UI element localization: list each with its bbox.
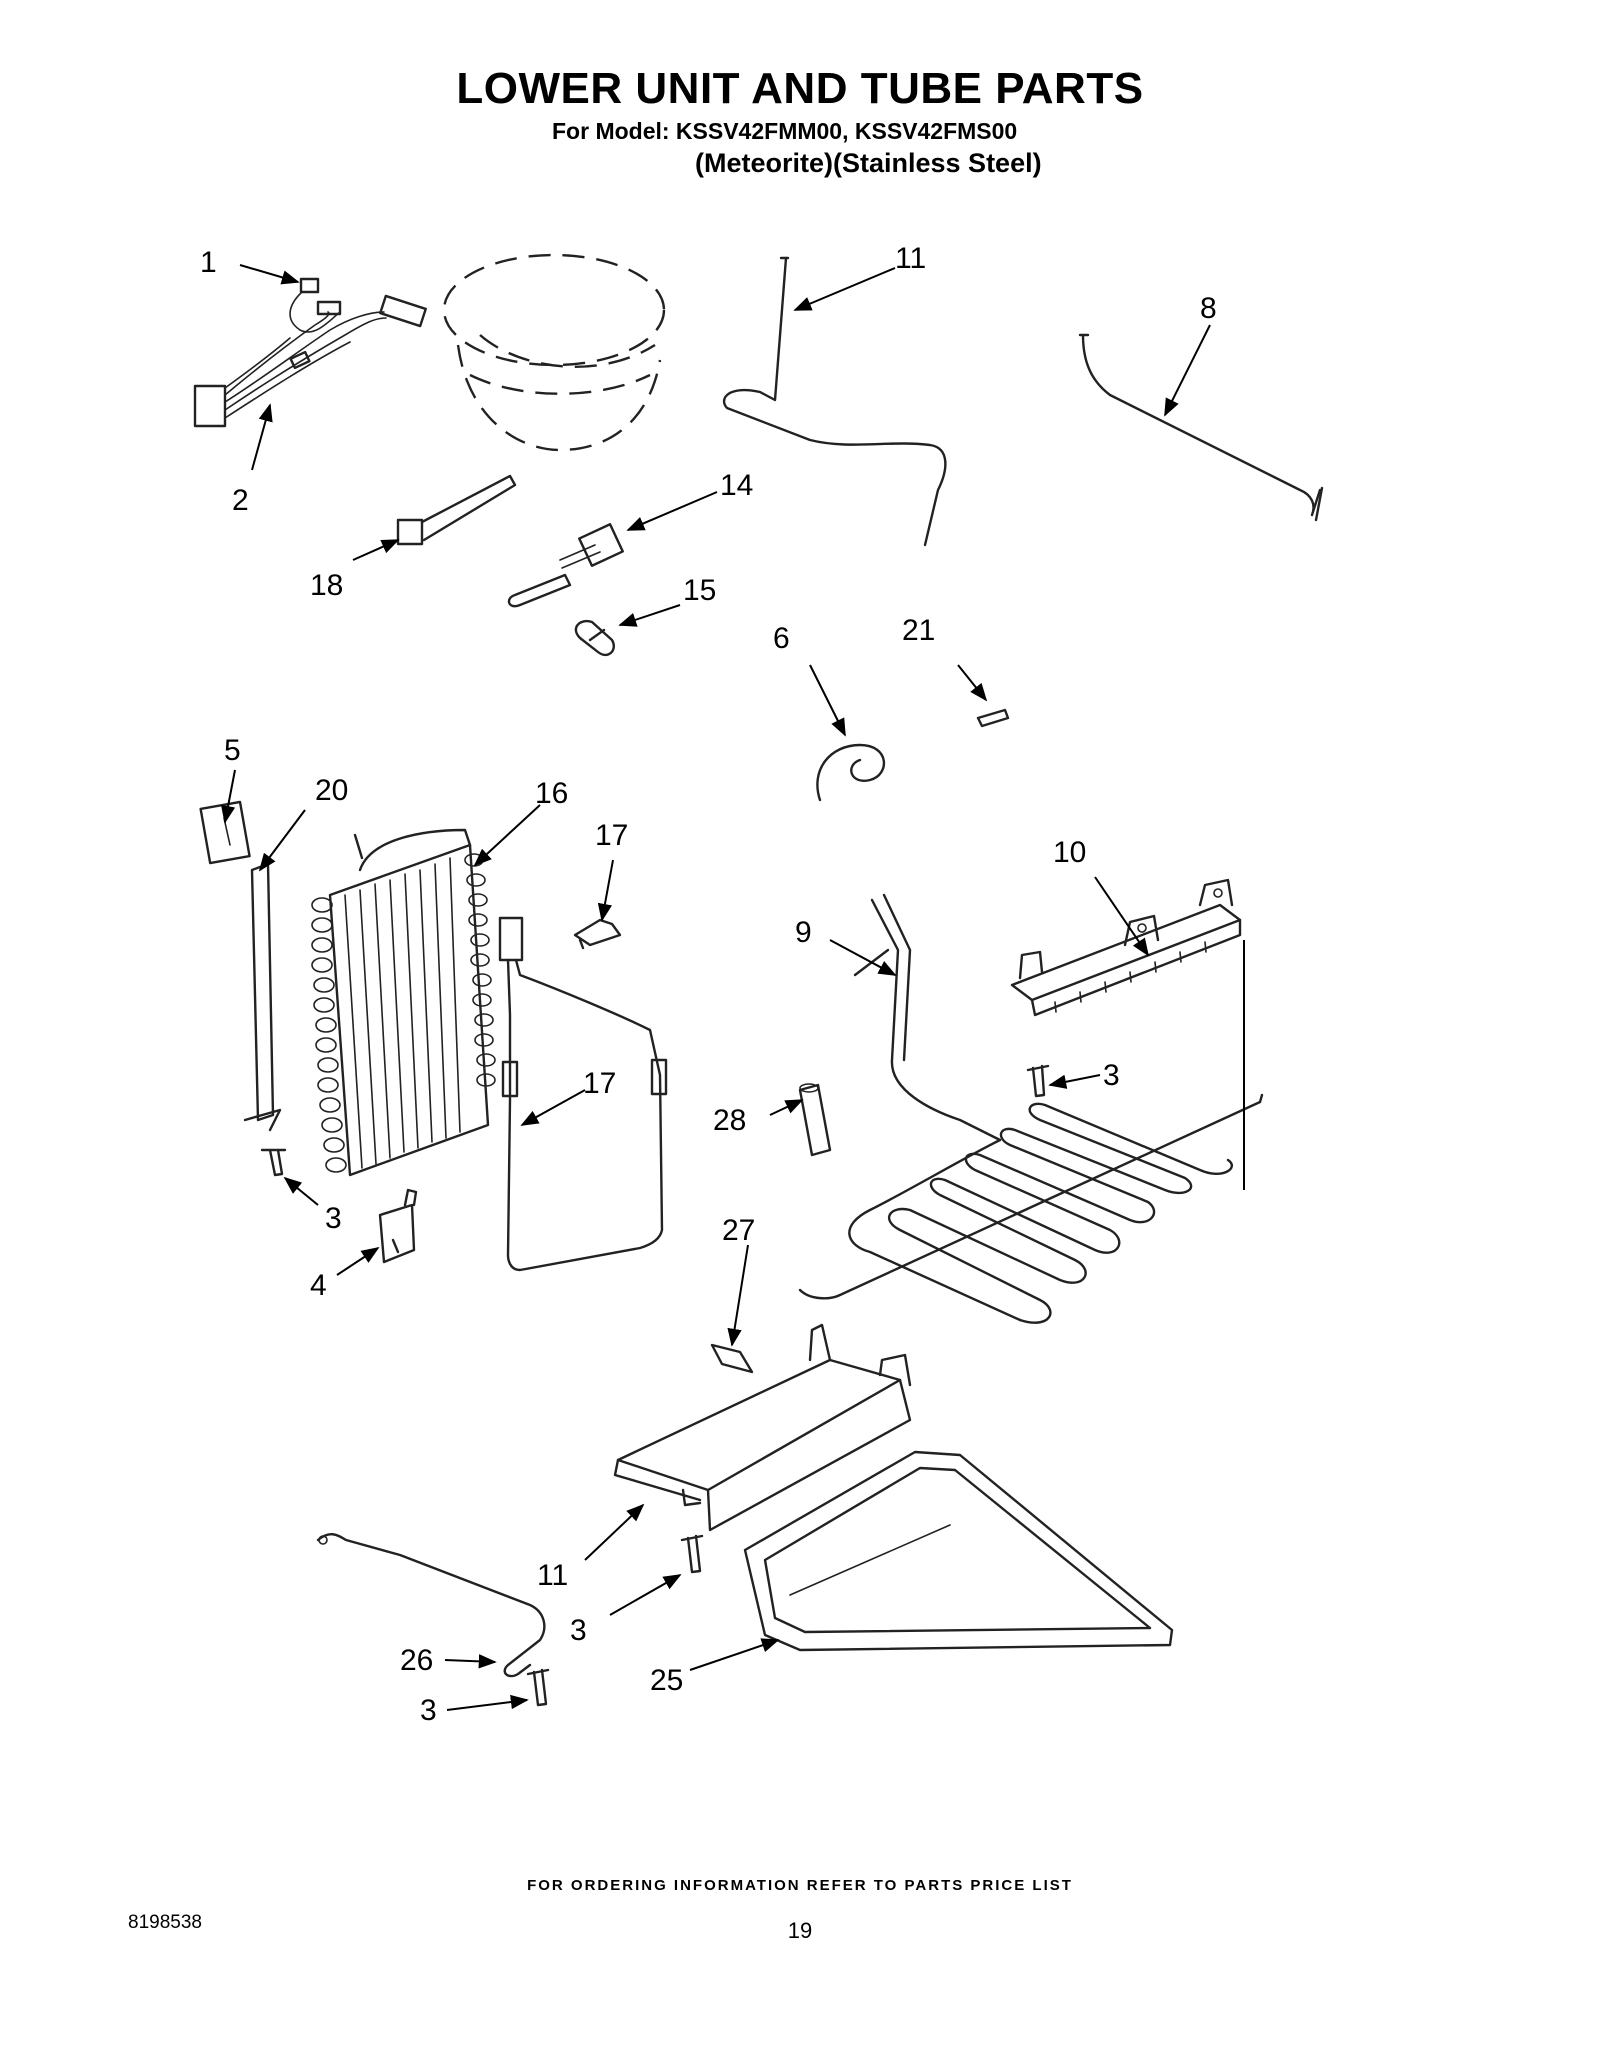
drain-pan-bracket-11 bbox=[613, 1323, 912, 1532]
callout-18: 17 bbox=[595, 819, 628, 852]
screw-tube bbox=[526, 1668, 550, 1707]
heater-17 bbox=[498, 916, 668, 1272]
tube-26 bbox=[316, 1533, 546, 1678]
callout-3d: 3 bbox=[420, 1694, 437, 1727]
tube-28 bbox=[798, 1083, 832, 1157]
callout-25: 25 bbox=[650, 1664, 683, 1697]
callout-20: 20 bbox=[315, 774, 348, 807]
callout-6: 6 bbox=[773, 622, 790, 655]
cable-tie bbox=[396, 474, 517, 546]
callout-3a: 3 bbox=[1103, 1059, 1120, 1092]
page-number: 19 bbox=[787, 1918, 813, 1943]
defrost-heater-9 bbox=[798, 893, 1264, 1324]
callout-3c: 3 bbox=[570, 1614, 587, 1647]
label-plate bbox=[199, 800, 251, 865]
drain-bracket-10 bbox=[1010, 878, 1245, 1190]
callout-28: 28 bbox=[713, 1104, 746, 1137]
callout-16: 16 bbox=[535, 777, 568, 810]
document-number: 8198538 bbox=[128, 1912, 202, 1933]
callout-27: 27 bbox=[722, 1214, 755, 1247]
callout-3b: 3 bbox=[325, 1202, 342, 1235]
screw-evap bbox=[260, 1148, 287, 1177]
callout-10: 10 bbox=[1053, 836, 1086, 869]
callout-8: 8 bbox=[1200, 292, 1217, 325]
callout-labels: 1 2 11 8 14 18 15 6 21 5 20 16 17 10 9 3… bbox=[200, 242, 1217, 1727]
callout-13: 11 bbox=[895, 242, 926, 275]
screw-pan bbox=[680, 1534, 704, 1574]
ordering-note: FOR ORDERING INFORMATION REFER TO PARTS … bbox=[527, 1877, 1073, 1894]
callout-22: 21 bbox=[902, 614, 935, 647]
page-title: LOWER UNIT AND TUBE PARTS bbox=[456, 64, 1144, 113]
callout-26: 26 bbox=[400, 1644, 433, 1677]
compressor-outline bbox=[442, 253, 666, 452]
clip-15 bbox=[574, 619, 615, 657]
evaporator bbox=[311, 828, 496, 1177]
clip-22 bbox=[976, 708, 1010, 728]
callout-14: 14 bbox=[720, 469, 753, 502]
callout-2: 2 bbox=[232, 484, 249, 517]
callout-1: 1 bbox=[200, 246, 217, 279]
callout-9: 9 bbox=[795, 916, 812, 949]
callout-17: 17 bbox=[583, 1067, 616, 1100]
clip-18 bbox=[573, 918, 622, 950]
screw-drain bbox=[1026, 1064, 1050, 1098]
tube-8 bbox=[1081, 333, 1322, 517]
callout-5: 5 bbox=[224, 734, 241, 767]
callout-4: 4 bbox=[310, 1269, 327, 1302]
thermistor-14 bbox=[507, 523, 624, 608]
leader-arrows bbox=[220, 264, 1211, 1711]
sleeve-27 bbox=[710, 1343, 754, 1374]
variant-line: (Meteorite)(Stainless Steel) bbox=[695, 148, 1042, 178]
tube-6 bbox=[816, 743, 886, 802]
model-line: For Model: KSSV42FMM00, KSSV42FMS00 bbox=[552, 118, 1018, 144]
bracket-4 bbox=[378, 1188, 418, 1264]
bracket-20 bbox=[243, 862, 282, 1132]
callout-15: 15 bbox=[683, 574, 716, 607]
callout-21: 18 bbox=[310, 569, 343, 602]
callout-11: 11 bbox=[537, 1559, 568, 1592]
wiring-harness bbox=[193, 277, 427, 428]
drain-pan-25 bbox=[743, 1450, 1174, 1652]
tube-13 bbox=[722, 256, 947, 547]
